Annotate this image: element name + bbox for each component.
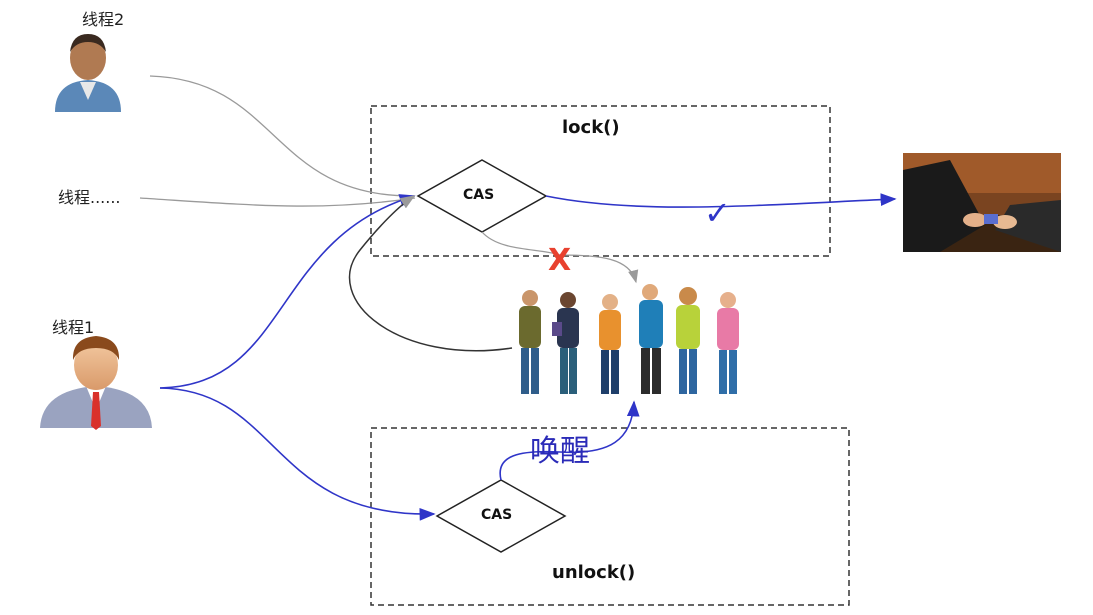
thread-dots-flow: [139, 197, 416, 207]
success-flow: [545, 193, 897, 208]
unlock-box: [370, 427, 850, 606]
unlock-cas-label: CAS: [481, 507, 513, 523]
unlock-title: unlock(): [552, 562, 636, 583]
wake-flow: [499, 400, 640, 481]
waiting-queue-people: [513, 284, 753, 400]
thread2-flow: [149, 75, 416, 197]
lock-cas-label: CAS: [463, 187, 495, 203]
lock-box: [370, 105, 831, 257]
wake-label: 唤醒: [530, 434, 590, 469]
businessman-icon: [40, 336, 152, 430]
person-icon: [55, 34, 121, 112]
thread1-lock-flow: [159, 194, 416, 389]
thread1-label: 线程1: [52, 318, 95, 337]
fail-mark: X: [548, 243, 572, 278]
thread2-label: 线程2: [82, 10, 125, 29]
lock-title: lock(): [562, 117, 620, 138]
thread1-unlock-flow: [159, 387, 436, 521]
fail-flow: [481, 231, 639, 284]
retry-loop: [348, 195, 513, 352]
handing-over-card: [903, 153, 1061, 252]
success-mark: ✓: [704, 194, 731, 232]
thread-dots-label: 线程......: [58, 188, 121, 207]
unlock-cas-diamond: [435, 479, 567, 553]
